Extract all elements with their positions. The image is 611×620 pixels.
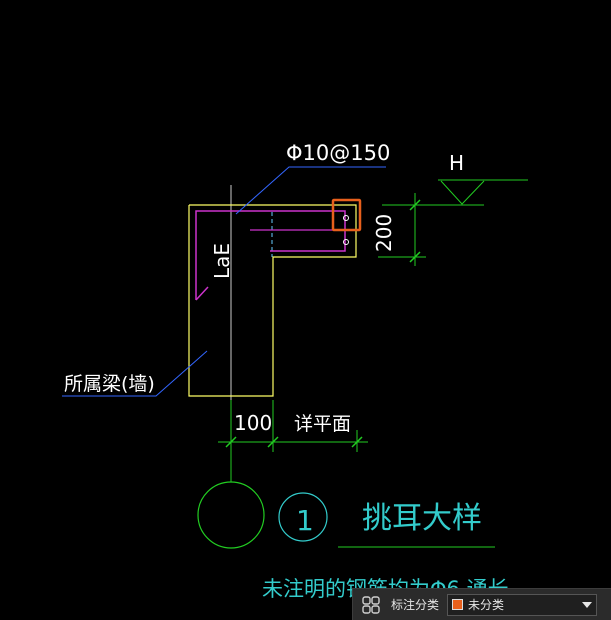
color-swatch (452, 599, 464, 610)
grid-icon (362, 595, 380, 614)
dim-tick-mid (267, 436, 279, 448)
elevation-triangle (440, 180, 485, 205)
beam-label: 所属梁(墙) (64, 373, 155, 395)
dim-tick-top (409, 199, 421, 211)
section-outline (188, 204, 357, 397)
grid-button[interactable] (357, 591, 385, 619)
section-number: 1 (296, 504, 314, 537)
annotation-category-select[interactable]: 未分类 (447, 593, 598, 616)
annotation-category-label: 标注分类 (391, 598, 440, 612)
rebar-hook (195, 286, 209, 301)
detail-ref-label: 详平面 (294, 413, 351, 435)
dim-tick-left (225, 436, 237, 448)
beam-leader (62, 350, 208, 397)
dim-100-label: 100 (234, 411, 272, 435)
rebar-top (195, 210, 346, 300)
dim-tick-bottom (409, 251, 421, 263)
rebar-label: Φ10@150 (286, 141, 390, 165)
caret-down-icon (578, 601, 596, 608)
rebar-dot-top (343, 215, 349, 221)
anchor-label: LaE (210, 243, 234, 279)
selected-category: 未分类 (468, 598, 505, 612)
dim-200-label: 200 (372, 214, 396, 252)
rebar-leader (235, 166, 386, 215)
section-title: 挑耳大样 (362, 501, 482, 536)
selection-highlight[interactable] (331, 198, 362, 232)
rebar-dot-bottom (343, 239, 349, 245)
annotation-panel: 标注分类 未分类 (352, 588, 611, 620)
axis-circle (197, 481, 265, 549)
dim-tick-right (351, 436, 363, 448)
elevation-label: H (449, 151, 464, 175)
section-number-circle (278, 492, 328, 542)
